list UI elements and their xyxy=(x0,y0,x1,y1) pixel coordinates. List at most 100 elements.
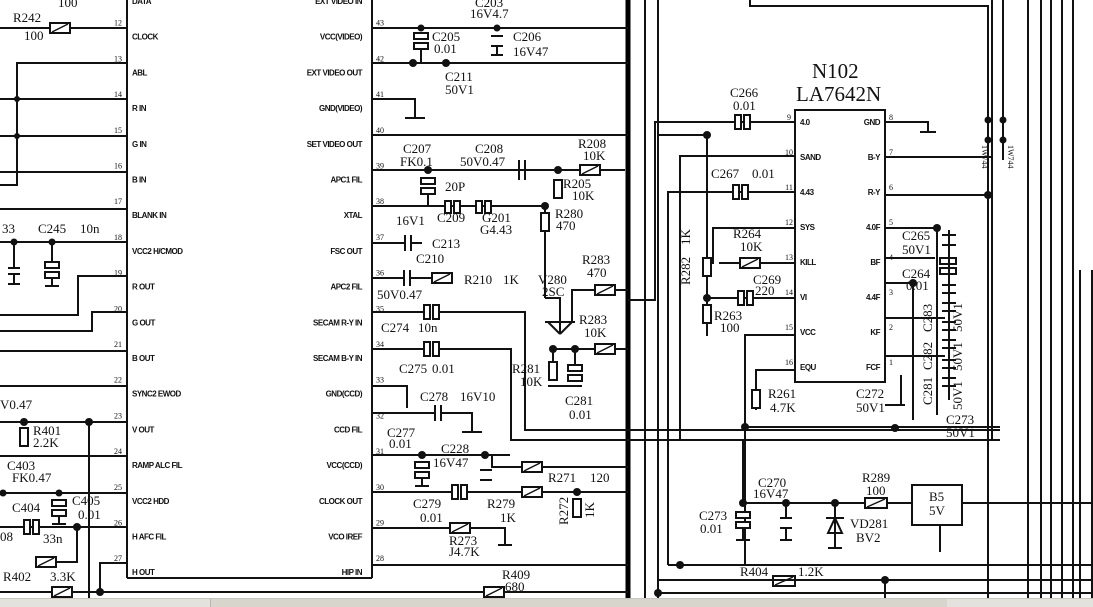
label-r264-ref: R264 xyxy=(733,226,762,241)
label-c210-ref: C210 xyxy=(416,251,444,266)
label-r281-value: 10K xyxy=(520,374,543,389)
label-c207-value: FK0.1 xyxy=(400,154,433,169)
pin-number-12: 12 xyxy=(114,19,122,28)
label-c277-value: 0.01 xyxy=(389,436,412,451)
label-c209-value: 16V1 xyxy=(396,213,425,228)
label-r280-value: 470 xyxy=(556,218,576,233)
label-r263-value: 100 xyxy=(720,320,740,335)
pin-number-15: 15 xyxy=(114,126,122,135)
label-c203-ref: C203 xyxy=(475,0,503,10)
pin-number-17: 17 xyxy=(114,197,122,206)
right-bus-lines xyxy=(991,0,1093,606)
pin-label-3: 4.4F xyxy=(866,293,881,302)
label-c265-value: 50V1 xyxy=(902,242,931,257)
label-c275-value: 0.01 xyxy=(432,361,455,376)
regulator-wiring xyxy=(654,439,1093,606)
label-c269-ref: C269 xyxy=(753,272,781,287)
label-r283b-ref: R283 xyxy=(579,312,607,327)
label-c403-value: FK0.47 xyxy=(12,470,52,485)
label-r273-ref: R273 xyxy=(449,533,477,548)
pin-label-14: R IN xyxy=(132,104,147,113)
label-c20p: 20P xyxy=(445,179,465,194)
label-c282-value: 50V1 xyxy=(950,342,965,371)
label-c205-ref: C205 xyxy=(432,29,460,44)
pin-label-7: B-Y xyxy=(868,153,881,162)
pin-label-17: BLANK IN xyxy=(132,211,167,220)
label-sw-a: 1W744 xyxy=(980,145,989,169)
pin-label-16: B IN xyxy=(132,176,147,185)
label-r261-ref: R261 xyxy=(768,386,796,401)
label-c267-ref: C267 xyxy=(711,166,740,181)
pin-number-29: 29 xyxy=(376,519,384,528)
label-r401-ref: R401 xyxy=(33,423,61,438)
pin-label-15: VCC xyxy=(800,328,816,337)
label-c273-ref: C273 xyxy=(699,508,727,523)
pin-number-5: 5 xyxy=(889,218,893,227)
label-b5-value: 5V xyxy=(929,503,946,518)
pin-label-9: 4.0 xyxy=(800,118,811,127)
pin-label-11: DATA xyxy=(132,0,152,6)
pin-label-33: GND(CCD) xyxy=(326,390,363,399)
label-r401-value: 2.2K xyxy=(33,435,59,450)
label-c283-value: 50V1 xyxy=(950,303,965,332)
pin-label-42: EXT VIDEO OUT xyxy=(307,68,363,77)
n102-left-pins: 4.09SAND104.4311SYS12KILL13VI14VCC15EQU1… xyxy=(785,113,822,372)
label-c228-value: 16V47 xyxy=(433,455,469,470)
label-c277-ref: C277 xyxy=(387,425,416,440)
label-vd281-ref: VD281 xyxy=(850,516,888,531)
label-r283b-value: 10K xyxy=(584,325,607,340)
label-c206-value: 16V47 xyxy=(513,44,549,59)
pin-number-42: 42 xyxy=(376,54,384,63)
label-r208-ref: R208 xyxy=(578,136,606,151)
label-c281-left-value: 0.01 xyxy=(569,407,592,422)
pin-number-3: 3 xyxy=(889,288,893,297)
label-r281-ref: R281 xyxy=(512,361,540,376)
label-r402-value: 3.3K xyxy=(50,569,76,584)
component-labels: 100 R242 100 33 C245 10n V0.47 R401 2.2K… xyxy=(0,0,1015,594)
pin-label-12: CLOCK xyxy=(132,33,159,42)
label-c208-value: 50V0.47 xyxy=(460,154,506,169)
status-bar-segment xyxy=(210,599,947,607)
pin-number-32: 32 xyxy=(376,411,384,420)
pin-label-36: APC2 FIL xyxy=(330,283,362,292)
pin-label-39: APC1 FIL xyxy=(330,176,362,185)
label-r210-value: 1K xyxy=(503,272,520,287)
pin-label-13: KILL xyxy=(800,258,816,267)
label-c273-right-value: 50V1 xyxy=(946,425,975,440)
label-c283-ref: C283 xyxy=(920,304,935,332)
pin-label-1: FCF xyxy=(866,363,881,372)
pin-number-22: 22 xyxy=(114,376,122,385)
pin-label-32: CCD FIL xyxy=(334,425,363,434)
label-b5-ref: B5 xyxy=(929,489,944,504)
label-r404-ref: R404 xyxy=(740,564,769,579)
label-r210-ref: R210 xyxy=(464,272,492,287)
label-c273-right-ref: C273 xyxy=(946,412,974,427)
label-c210-value: 50V0.47 xyxy=(377,287,423,302)
pin-label-18: VCC2 H/CMOD xyxy=(132,247,183,256)
pin-label-25: VCC2 HDD xyxy=(132,497,170,506)
label-c208-ref: C208 xyxy=(475,141,503,156)
label-r283a-value: 470 xyxy=(587,265,607,280)
pin-label-5: 4.0F xyxy=(866,223,881,232)
label-r272-value: 1K xyxy=(582,502,597,519)
label-v280-value: 2SC xyxy=(542,284,564,299)
pin-number-13: 13 xyxy=(785,253,793,262)
pin-label-37: FSC OUT xyxy=(330,247,362,256)
pin-number-30: 30 xyxy=(376,483,384,492)
pin-number-19: 19 xyxy=(114,269,122,278)
pin-number-8: 8 xyxy=(889,113,893,122)
label-c266-value: 0.01 xyxy=(733,98,756,113)
label-r283a-ref: R283 xyxy=(582,252,610,267)
status-bar xyxy=(0,598,1093,607)
pin-number-10: 10 xyxy=(785,148,793,157)
pin-number-25: 25 xyxy=(114,483,122,492)
pin-label-21: B OUT xyxy=(132,354,155,363)
label-r272-ref: R272 xyxy=(556,497,571,525)
label-c281-left-ref: C281 xyxy=(565,393,593,408)
pin-label-13: ABL xyxy=(132,68,148,77)
n102-part-label: LA7642N xyxy=(796,82,881,106)
left-wiring xyxy=(0,22,628,606)
label-c205-value: 0.01 xyxy=(434,41,457,56)
